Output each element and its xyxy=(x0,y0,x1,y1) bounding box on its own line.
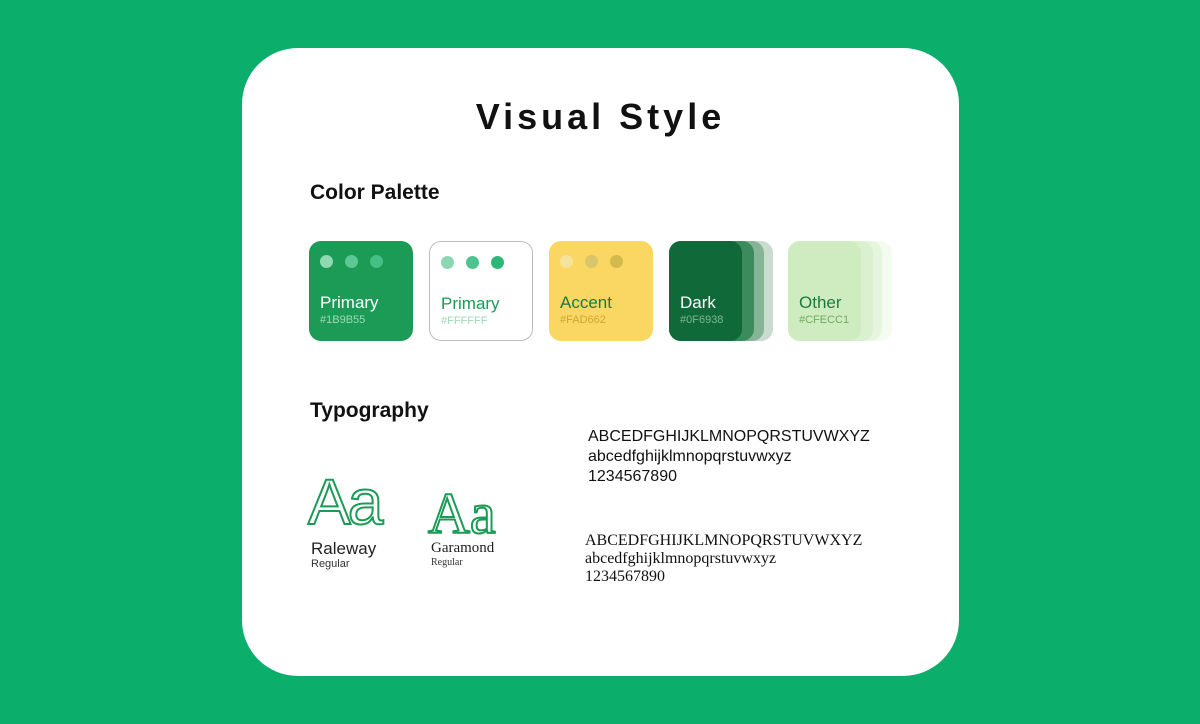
dot xyxy=(585,255,598,268)
swatch-hex: #0F6938 xyxy=(680,314,724,326)
specimen-lowercase: abcedfghijklmnopqrstuvwxyz xyxy=(588,448,792,465)
typography-heading: Typography xyxy=(310,399,429,422)
font-sample-raleway: Aa xyxy=(307,466,384,538)
swatch-name: Dark xyxy=(680,293,716,312)
swatch-name: Other xyxy=(799,293,842,312)
dot xyxy=(466,256,479,269)
swatch-dark: Dark #0F6938 xyxy=(669,241,775,341)
font-name-raleway: Raleway xyxy=(311,539,377,558)
swatch-hex: #CFECC1 xyxy=(799,314,850,326)
specimen-uppercase: ABCEDFGHIJKLMNOPQRSTUVWXYZ xyxy=(588,428,870,445)
swatch-primary-green: Primary #1B9B55 xyxy=(309,241,415,341)
dot xyxy=(441,256,454,269)
swatch-dots xyxy=(560,255,623,268)
specimen-digits: 1234567890 xyxy=(588,468,677,485)
swatch-dots xyxy=(320,255,383,268)
swatch-card: Primary #FFFFFF xyxy=(429,241,533,341)
swatch-name: Primary xyxy=(441,294,500,313)
specimen-raleway: ABCEDFGHIJKLMNOPQRSTUVWXYZ abcedfghijklm… xyxy=(588,427,870,487)
swatch-primary-white: Primary #FFFFFF xyxy=(429,241,535,341)
page-title: Visual Style xyxy=(475,96,726,137)
swatch-card: Other #CFECC1 xyxy=(788,241,861,341)
visual-style-card: Visual Style Color Palette Primary #1B9B… xyxy=(242,48,959,676)
swatch-other: Other #CFECC1 xyxy=(788,241,894,341)
font-style-raleway: Regular xyxy=(311,558,350,570)
swatch-card: Primary #1B9B55 xyxy=(309,241,413,341)
swatch-card: Dark #0F6938 xyxy=(669,241,742,341)
dot xyxy=(370,255,383,268)
font-sample-garamond: Aa xyxy=(427,481,497,546)
font-name-garamond: Garamond xyxy=(431,540,495,556)
specimen-uppercase: ABCEDFGHIJKLMNOPQRSTUVWXYZ xyxy=(585,532,863,549)
swatch-hex: #FAD662 xyxy=(560,314,606,326)
swatch-hex: #FFFFFF xyxy=(441,315,488,327)
specimen-lowercase: abcedfghijklmnopqrstuvwxyz xyxy=(585,550,777,567)
swatch-dots xyxy=(441,256,504,269)
specimen-digits: 1234567890 xyxy=(585,568,665,585)
specimen-garamond: ABCEDFGHIJKLMNOPQRSTUVWXYZ abcedfghijklm… xyxy=(585,532,862,586)
dot xyxy=(491,256,504,269)
swatch-name: Primary xyxy=(320,293,379,312)
dot xyxy=(320,255,333,268)
swatch-hex: #1B9B55 xyxy=(320,314,366,326)
dot xyxy=(560,255,573,268)
dot xyxy=(610,255,623,268)
font-style-garamond: Regular xyxy=(431,557,463,568)
swatch-name: Accent xyxy=(560,293,612,312)
dot xyxy=(345,255,358,268)
swatch-card: Accent #FAD662 xyxy=(549,241,653,341)
color-palette-heading: Color Palette xyxy=(310,181,440,204)
swatch-accent: Accent #FAD662 xyxy=(549,241,655,341)
